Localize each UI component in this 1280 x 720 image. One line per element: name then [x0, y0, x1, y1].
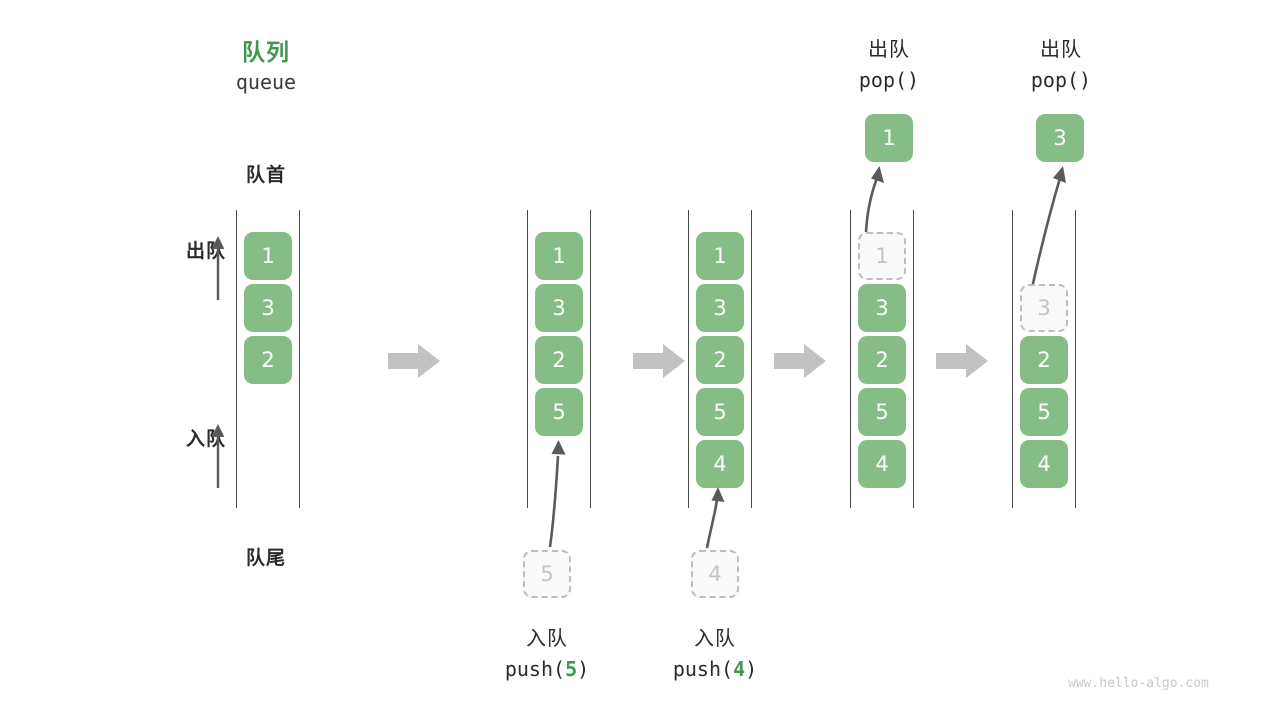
- channel-rail-left: [236, 210, 237, 508]
- queue-element: 3: [858, 284, 906, 332]
- queue-element: 3: [696, 284, 744, 332]
- push-4-code-prefix: push(: [672, 657, 734, 681]
- queue-element-new: 4: [696, 440, 744, 488]
- pending-element-5: 5: [523, 550, 571, 598]
- queue-elements-push-4: 1 3 2 5 4: [696, 232, 744, 488]
- transition-arrow-1: [388, 344, 440, 378]
- queue-elements-initial: 1 3 2: [244, 232, 292, 384]
- queue-element: 2: [535, 336, 583, 384]
- queue-elements-pop-1: 1 3 2 5 4: [858, 232, 906, 488]
- push-4-code-suffix: ): [745, 657, 758, 681]
- push-4-label-code: push(4): [649, 657, 781, 681]
- pop-arrow-1-icon: [864, 166, 884, 233]
- pop-1-label-cn: 出队: [868, 39, 910, 61]
- queue-element: 5: [858, 388, 906, 436]
- push-arrow-4-icon: [705, 487, 725, 549]
- queue-head-label: 队首: [245, 165, 286, 186]
- queue-element: 4: [1020, 440, 1068, 488]
- watermark: www.hello-algo.com: [1068, 676, 1209, 691]
- channel-rail-right: [913, 210, 914, 508]
- queue-element: 1: [244, 232, 292, 280]
- ghost-element: 1: [858, 232, 906, 280]
- transition-arrow-3: [774, 344, 826, 378]
- queue-element: 3: [244, 284, 292, 332]
- push-4-label-cn: 入队: [694, 628, 736, 650]
- pop-3-label-code: pop(): [1030, 68, 1092, 92]
- queue-element: 2: [244, 336, 292, 384]
- pop-3-label-cn: 出队: [1040, 39, 1082, 61]
- pop-arrow-3-icon: [1030, 166, 1066, 289]
- queue-element: 5: [1020, 388, 1068, 436]
- channel-rail-left: [527, 210, 528, 508]
- push-5-code-suffix: ): [577, 657, 590, 681]
- push-5-code-num: 5: [565, 657, 578, 681]
- popped-element-1: 1: [865, 114, 913, 162]
- push-5-label-code: push(5): [481, 657, 613, 681]
- channel-rail-left: [688, 210, 689, 508]
- queue-element: 2: [696, 336, 744, 384]
- queue-elements-push-5: 1 3 2 5: [535, 232, 583, 436]
- enqueue-up-arrow-icon: [211, 424, 225, 488]
- channel-rail-left: [850, 210, 851, 508]
- queue-element: 2: [1020, 336, 1068, 384]
- queue-elements-pop-3: 3 2 5 4: [1020, 284, 1068, 488]
- popped-element-3: 3: [1036, 114, 1084, 162]
- diagram-title-cn: 队列: [242, 39, 290, 65]
- channel-rail-right: [751, 210, 752, 508]
- queue-element-new: 5: [535, 388, 583, 436]
- push-4-code-num: 4: [733, 657, 746, 681]
- pop-1-label-code: pop(): [858, 68, 920, 92]
- dequeue-up-arrow-icon: [211, 236, 225, 300]
- transition-arrow-2: [633, 344, 685, 378]
- channel-rail-right: [1075, 210, 1076, 508]
- queue-element: 2: [858, 336, 906, 384]
- pending-element-4: 4: [691, 550, 739, 598]
- transition-arrow-4: [936, 344, 988, 378]
- queue-element: 4: [858, 440, 906, 488]
- queue-tail-label: 队尾: [245, 548, 286, 569]
- push-5-label-cn: 入队: [526, 628, 568, 650]
- queue-element: 3: [535, 284, 583, 332]
- channel-rail-left: [1012, 210, 1013, 508]
- queue-element: 1: [535, 232, 583, 280]
- push-5-code-prefix: push(: [504, 657, 566, 681]
- ghost-element: 3: [1020, 284, 1068, 332]
- channel-rail-right: [299, 210, 300, 508]
- queue-element: 1: [696, 232, 744, 280]
- diagram-title-code: queue: [235, 70, 297, 94]
- channel-rail-right: [590, 210, 591, 508]
- queue-element: 5: [696, 388, 744, 436]
- push-arrow-5-icon: [548, 440, 566, 548]
